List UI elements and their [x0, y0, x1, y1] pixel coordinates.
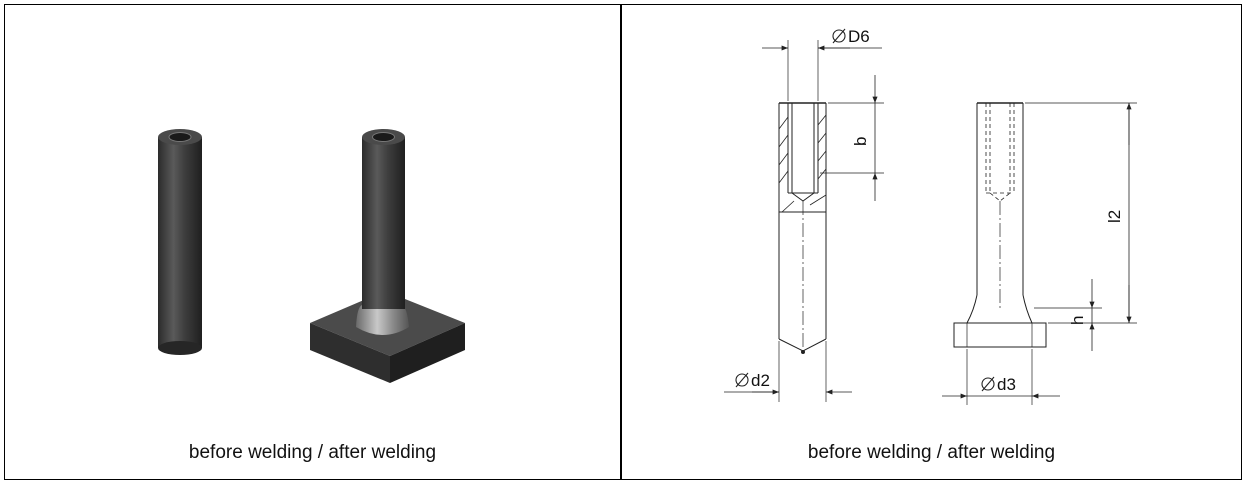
right-caption: before welding / after welding — [807, 442, 1056, 463]
render-panel: before welding / after welding — [5, 5, 620, 479]
dim-label-b: b — [851, 137, 870, 146]
dim-label-D6: D6 — [848, 27, 870, 46]
left-caption: before welding / after welding — [188, 442, 437, 463]
drawing-after-welding: l2 h d3 — [942, 102, 1137, 405]
diameter-symbol-icon — [981, 376, 995, 392]
weld-bead — [356, 305, 409, 335]
thread-hole-icon — [168, 132, 192, 142]
technical-drawing: D6 b d2 — [724, 27, 1137, 405]
stud-before-welding — [158, 129, 202, 355]
dim-label-h: h — [1068, 316, 1087, 325]
drawing-before-welding: D6 b d2 — [724, 27, 884, 402]
stud-after-welding — [310, 129, 465, 383]
diameter-symbol-icon — [735, 372, 749, 388]
drawing-panel: D6 b d2 — [622, 5, 1241, 479]
dim-label-d3: d3 — [997, 375, 1016, 394]
thread-hole-icon — [372, 132, 395, 142]
diameter-symbol-icon — [832, 28, 846, 44]
dim-label-d2: d2 — [751, 371, 770, 390]
panel-divider — [620, 4, 622, 480]
stud-renders — [158, 129, 465, 383]
dim-label-l2: l2 — [1105, 210, 1124, 223]
figure-frame — [4, 4, 1242, 480]
